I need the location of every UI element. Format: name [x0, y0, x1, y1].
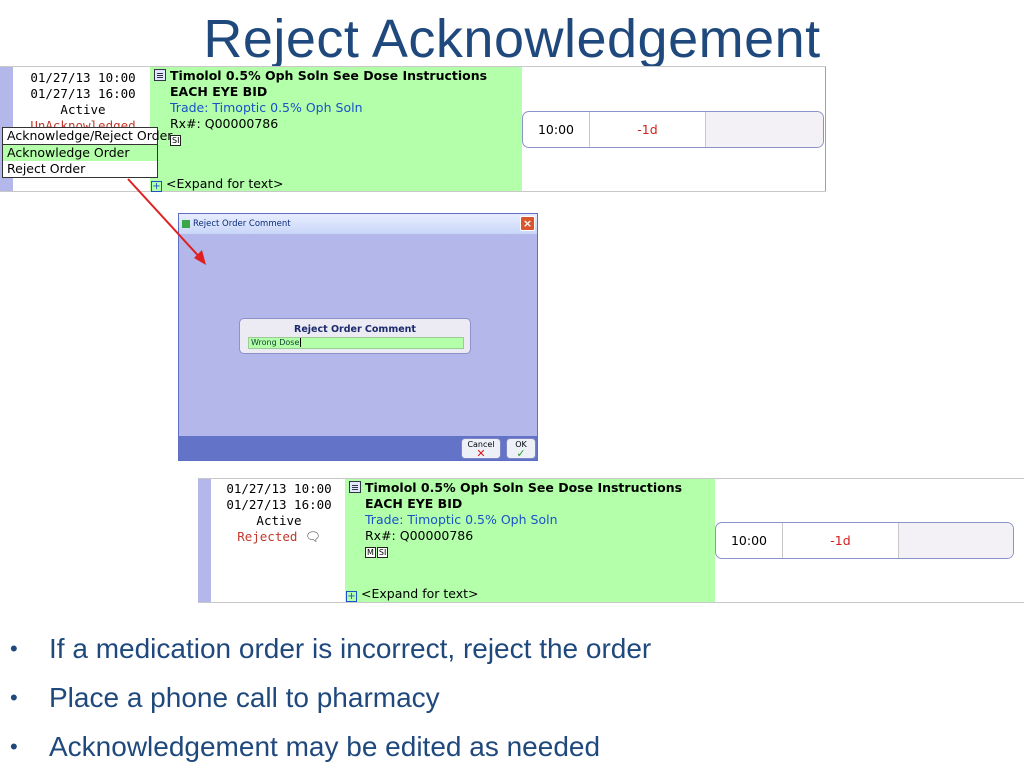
comment-bubble-icon[interactable]: 🗨 — [304, 529, 321, 544]
admin-time: 10:00 — [523, 112, 590, 147]
ack-reject-menu: Acknowledge/Reject Order Acknowledge Ord… — [2, 127, 172, 178]
admin-slot-empty[interactable] — [899, 523, 1013, 558]
bullet-item: •If a medication order is incorrect, rej… — [8, 624, 1008, 673]
bullet-dot-icon: • — [10, 636, 18, 661]
bullet-dot-icon: • — [10, 734, 18, 759]
order-row-rejected: 01/27/13 10:00 01/27/13 16:00 Active Rej… — [198, 478, 1024, 603]
ok-button[interactable]: OK✓ — [506, 438, 536, 459]
administration-time-box[interactable]: 10:00 -1d — [715, 522, 1014, 559]
order-dates: 01/27/13 10:00 01/27/13 16:00 Active Rej… — [214, 481, 344, 545]
slide-title: Reject Acknowledgement — [203, 9, 821, 69]
bullet-list: •If a medication order is incorrect, rej… — [8, 624, 1008, 768]
drug-line: Timolol 0.5% Oph Soln See Dose Instructi… — [349, 480, 711, 496]
menu-header: Acknowledge/Reject Order — [3, 128, 172, 145]
order-dates: 01/27/13 10:00 01/27/13 16:00 Active UnA… — [18, 70, 148, 134]
bullet-item: •Place a phone call to pharmacy — [8, 673, 1008, 722]
order-status: Active — [256, 513, 302, 528]
si-tag: SI — [170, 135, 182, 146]
si-tag: SI — [376, 547, 389, 558]
expand-link[interactable]: +<Expand for text> — [346, 586, 479, 602]
drug-line: Timolol 0.5% Oph Soln See Dose Instructi… — [154, 68, 518, 84]
order-details[interactable]: Timolol 0.5% Oph Soln See Dose Instructi… — [345, 479, 715, 602]
rx-line: Rx#: Q00000786 — [365, 528, 474, 543]
comment-panel: Reject Order Comment Wrong Dose — [239, 318, 471, 354]
bullet-item: •Acknowledgement may be edited as needed — [8, 722, 1008, 768]
trade-line: Trade: Timoptic 0.5% Oph Soln — [170, 100, 363, 115]
reject-order-comment-dialog: Reject Order Comment × Reject Order Comm… — [178, 213, 538, 461]
administration-time-box[interactable]: 10:00 -1d — [522, 111, 824, 148]
window-icon — [182, 220, 190, 228]
comment-label: Reject Order Comment — [294, 324, 416, 335]
close-icon[interactable]: × — [520, 216, 535, 231]
dialog-title: Reject Order Comment — [193, 219, 291, 229]
start-time: 01/27/13 10:00 — [226, 481, 332, 496]
menu-item-reject-order[interactable]: Reject Order — [7, 161, 86, 176]
ack-status: Rejected 🗨 — [237, 529, 321, 544]
comment-input[interactable]: Wrong Dose — [248, 337, 464, 349]
trade-line: Trade: Timoptic 0.5% Oph Soln — [365, 512, 558, 527]
menu-item-acknowledge-order[interactable]: Acknowledge Order — [3, 145, 157, 161]
end-time: 01/27/13 16:00 — [226, 497, 332, 512]
order-details[interactable]: Timolol 0.5% Oph Soln See Dose Instructi… — [150, 67, 522, 192]
dose-line: EACH EYE BID — [365, 496, 463, 511]
pointer-arrow-icon — [127, 178, 206, 265]
order-status: Active — [60, 102, 106, 117]
row-right-border — [825, 67, 826, 191]
expand-plus-icon[interactable]: + — [346, 591, 357, 602]
start-time: 01/27/13 10:00 — [30, 70, 136, 85]
admin-time: 10:00 — [716, 523, 783, 558]
order-document-icon[interactable] — [349, 481, 361, 493]
ok-check-icon: ✓ — [516, 447, 526, 460]
row-selection-edge — [198, 479, 211, 602]
dialog-titlebar[interactable]: Reject Order Comment — [179, 214, 537, 234]
order-row-unacknowledged: 01/27/13 10:00 01/27/13 16:00 Active UnA… — [0, 66, 826, 192]
admin-slot-empty[interactable] — [706, 112, 823, 147]
order-document-icon[interactable] — [154, 69, 166, 81]
end-time: 01/27/13 16:00 — [30, 86, 136, 101]
cancel-button[interactable]: Cancel✕ — [461, 438, 501, 459]
admin-day-offset: -1d — [590, 112, 706, 147]
admin-day-offset: -1d — [783, 523, 899, 558]
cancel-x-icon: ✕ — [476, 447, 486, 460]
bullet-dot-icon: • — [10, 685, 18, 710]
order-tags: SI — [154, 132, 518, 148]
expand-link[interactable]: +<Expand for text> — [151, 176, 284, 192]
m-tag: M — [365, 547, 376, 558]
dose-line: EACH EYE BID — [170, 84, 268, 99]
expand-plus-icon[interactable]: + — [151, 181, 162, 192]
rx-line: Rx#: Q00000786 — [170, 116, 279, 131]
